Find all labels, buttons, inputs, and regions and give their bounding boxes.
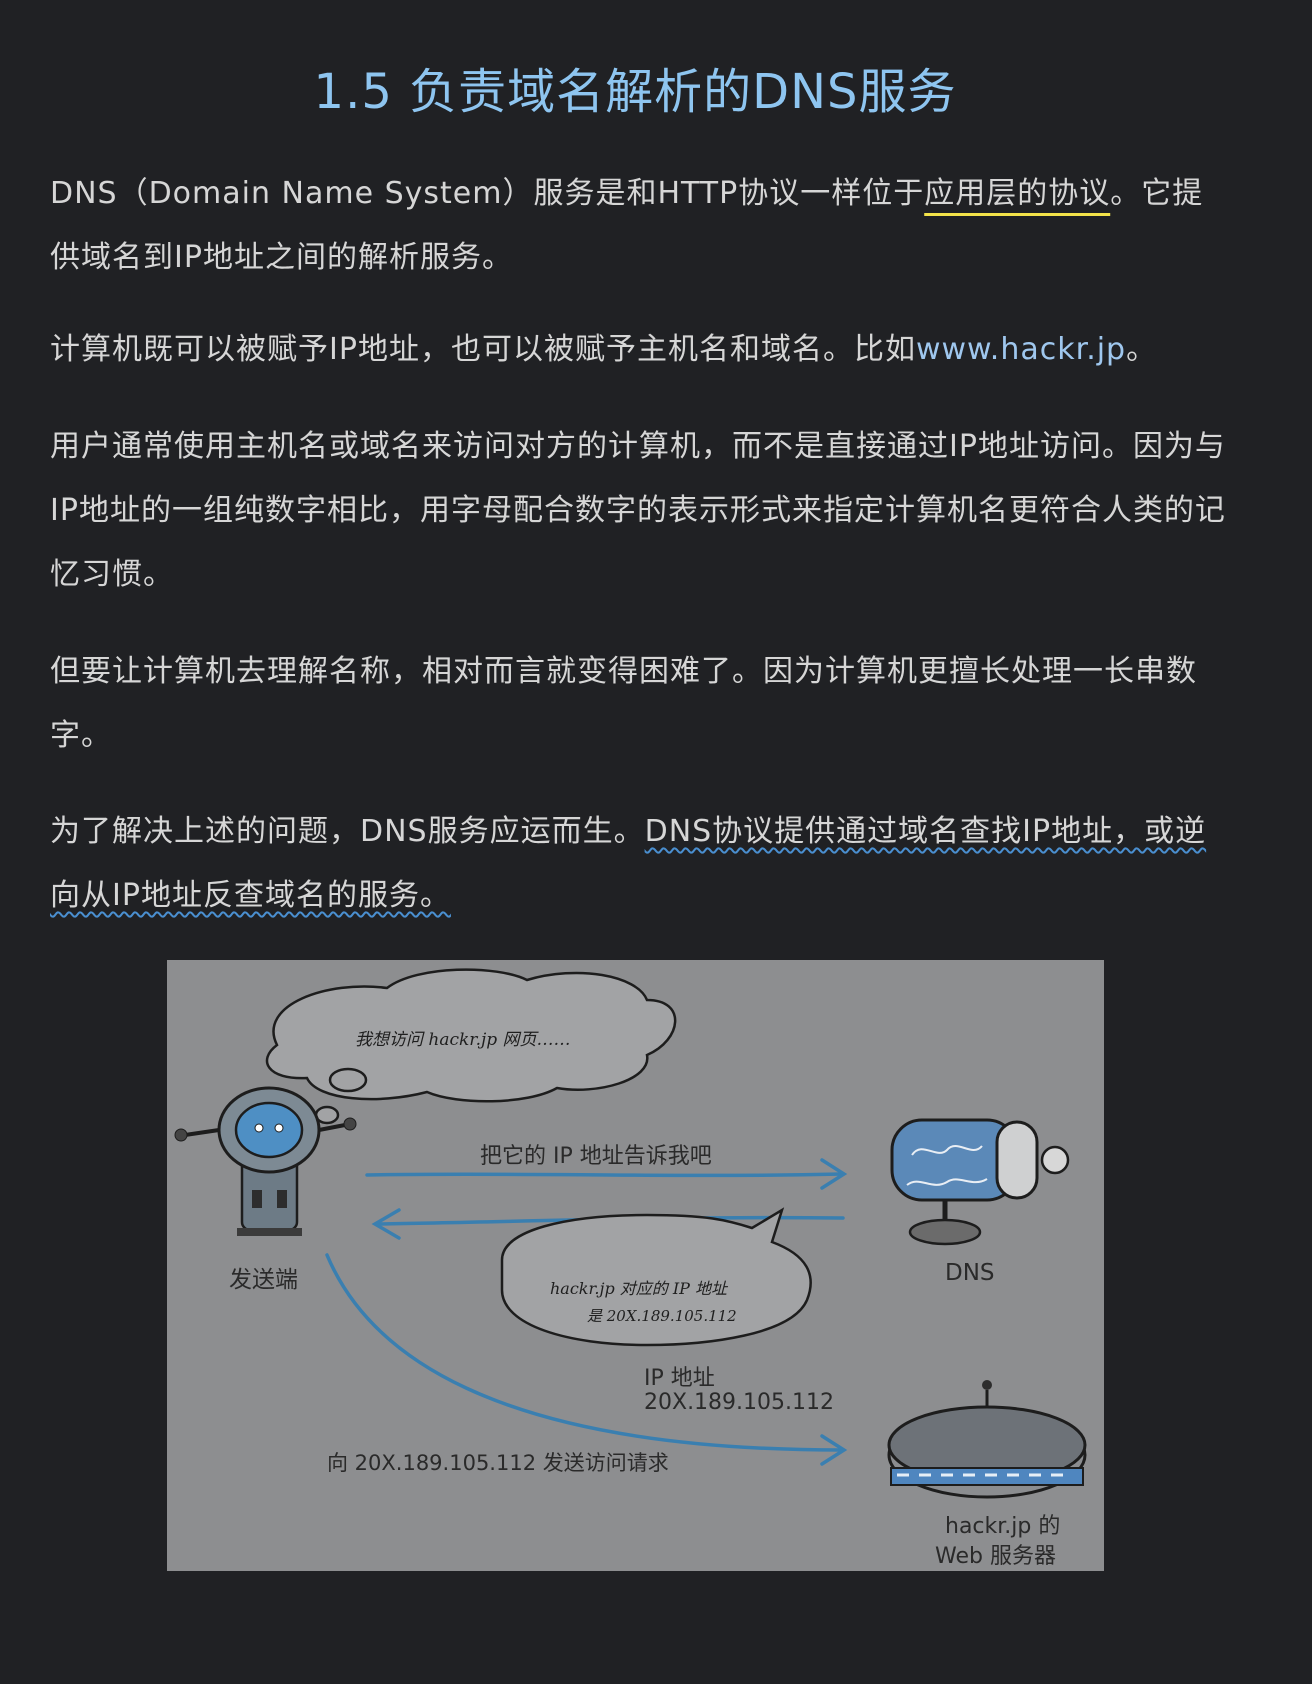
diagram-drawing: [174, 968, 1087, 1499]
page-title: 1.5 负责域名解析的DNS服务: [313, 64, 957, 120]
dns-label: DNS: [945, 1260, 995, 1286]
reply-bubble-line1: hackr.jp 对应的 IP 地址: [550, 1279, 728, 1298]
dns-diagram-figure: 我想访问 hackr.jp 网页…… 把它的 IP 地址告诉我吧 发送端 DNS…: [167, 960, 1104, 1571]
server-label-line1: hackr.jp 的: [945, 1514, 1061, 1539]
reply-bubble-line2: 是 20X.189.105.112: [587, 1307, 737, 1325]
ip-label-line1: IP 地址: [644, 1366, 715, 1391]
thought-bubble: [265, 968, 677, 1125]
p2-text-b: 。: [1126, 332, 1158, 367]
robot-client-icon: [174, 1086, 357, 1236]
thought-bubble-text: 我想访问 hackr.jp 网页……: [355, 1030, 571, 1050]
p2-text-a: 计算机既可以被赋予IP地址，也可以被赋予主机名和域名。比如: [50, 332, 916, 367]
p5-text-a: 为了解决上述的问题，DNS服务应运而生。: [50, 814, 645, 849]
ip-label-line2: 20X.189.105.112: [644, 1390, 835, 1415]
access-label: 向 20X.189.105.112 发送访问请求: [327, 1451, 669, 1475]
dns-server-icon: [890, 1118, 1070, 1246]
server-label-line2: Web 服务器: [935, 1544, 1056, 1569]
p2-domain-text: www.hackr.jp: [915, 332, 1127, 367]
reply-bubble: [500, 1207, 812, 1347]
request-arrow: [365, 1158, 848, 1190]
paragraph-user-habits: 用户通常使用主机名或域名来访问对方的计算机，而不是直接通过IP地址访问。因为与I…: [50, 429, 1226, 592]
paragraph-dns-solution: 为了解决上述的问题，DNS服务应运而生。DNS协议提供通过域名查找IP地址，或逆…: [50, 800, 1230, 928]
access-arrow: [325, 1253, 848, 1466]
p1-highlight: 应用层的协议: [924, 176, 1111, 211]
paragraph-computer-numbers: 但要让计算机去理解名称，相对而言就变得困难了。因为计算机更擅长处理一长串数字。: [50, 654, 1197, 753]
paragraph-hostname: 计算机既可以被赋予IP地址，也可以被赋予主机名和域名。比如www.hackr.j…: [50, 318, 1230, 382]
paragraph-dns-intro: DNS（Domain Name System）服务是和HTTP协议一样位于应用层…: [50, 162, 1230, 290]
p5-highlight: DNS协议提供通过域名查找IP地址，或逆向从IP地址反查域名的服务。: [50, 814, 1207, 913]
request-label: 把它的 IP 地址告诉我吧: [480, 1144, 712, 1169]
client-label: 发送端: [229, 1267, 298, 1293]
web-server-icon: [887, 1380, 1087, 1499]
p1-text-a: DNS（Domain Name System）服务是和HTTP协议一样位于: [50, 176, 925, 211]
p1-text-b: 。它提供域名到IP地址之间的解析服务。: [50, 176, 1204, 275]
